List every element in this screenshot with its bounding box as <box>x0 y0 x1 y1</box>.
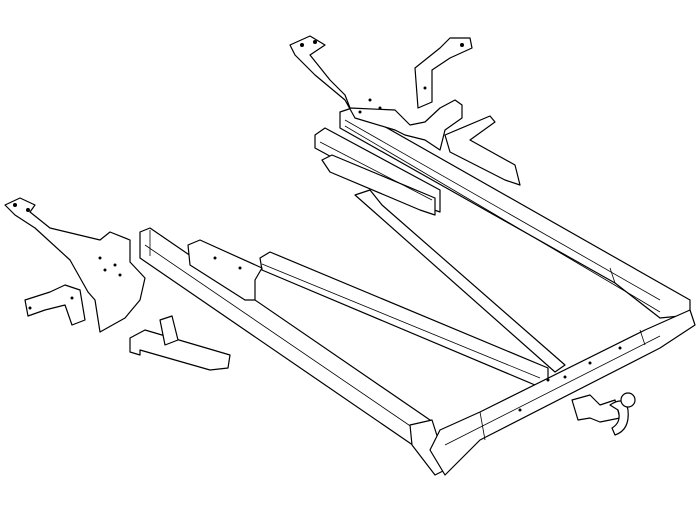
left-mounting-bracket <box>4 197 146 333</box>
middle-plate-bracket <box>187 239 263 301</box>
small-l-bracket <box>24 284 86 326</box>
right-side-member <box>339 107 691 319</box>
rear-crossbar <box>429 309 696 476</box>
tow-ball-hitch <box>571 392 636 436</box>
top-right-mounting-bracket <box>289 35 521 186</box>
u-channel-bracket <box>129 315 231 371</box>
channel-brackets <box>314 127 441 216</box>
diagonal-strut <box>354 189 566 373</box>
